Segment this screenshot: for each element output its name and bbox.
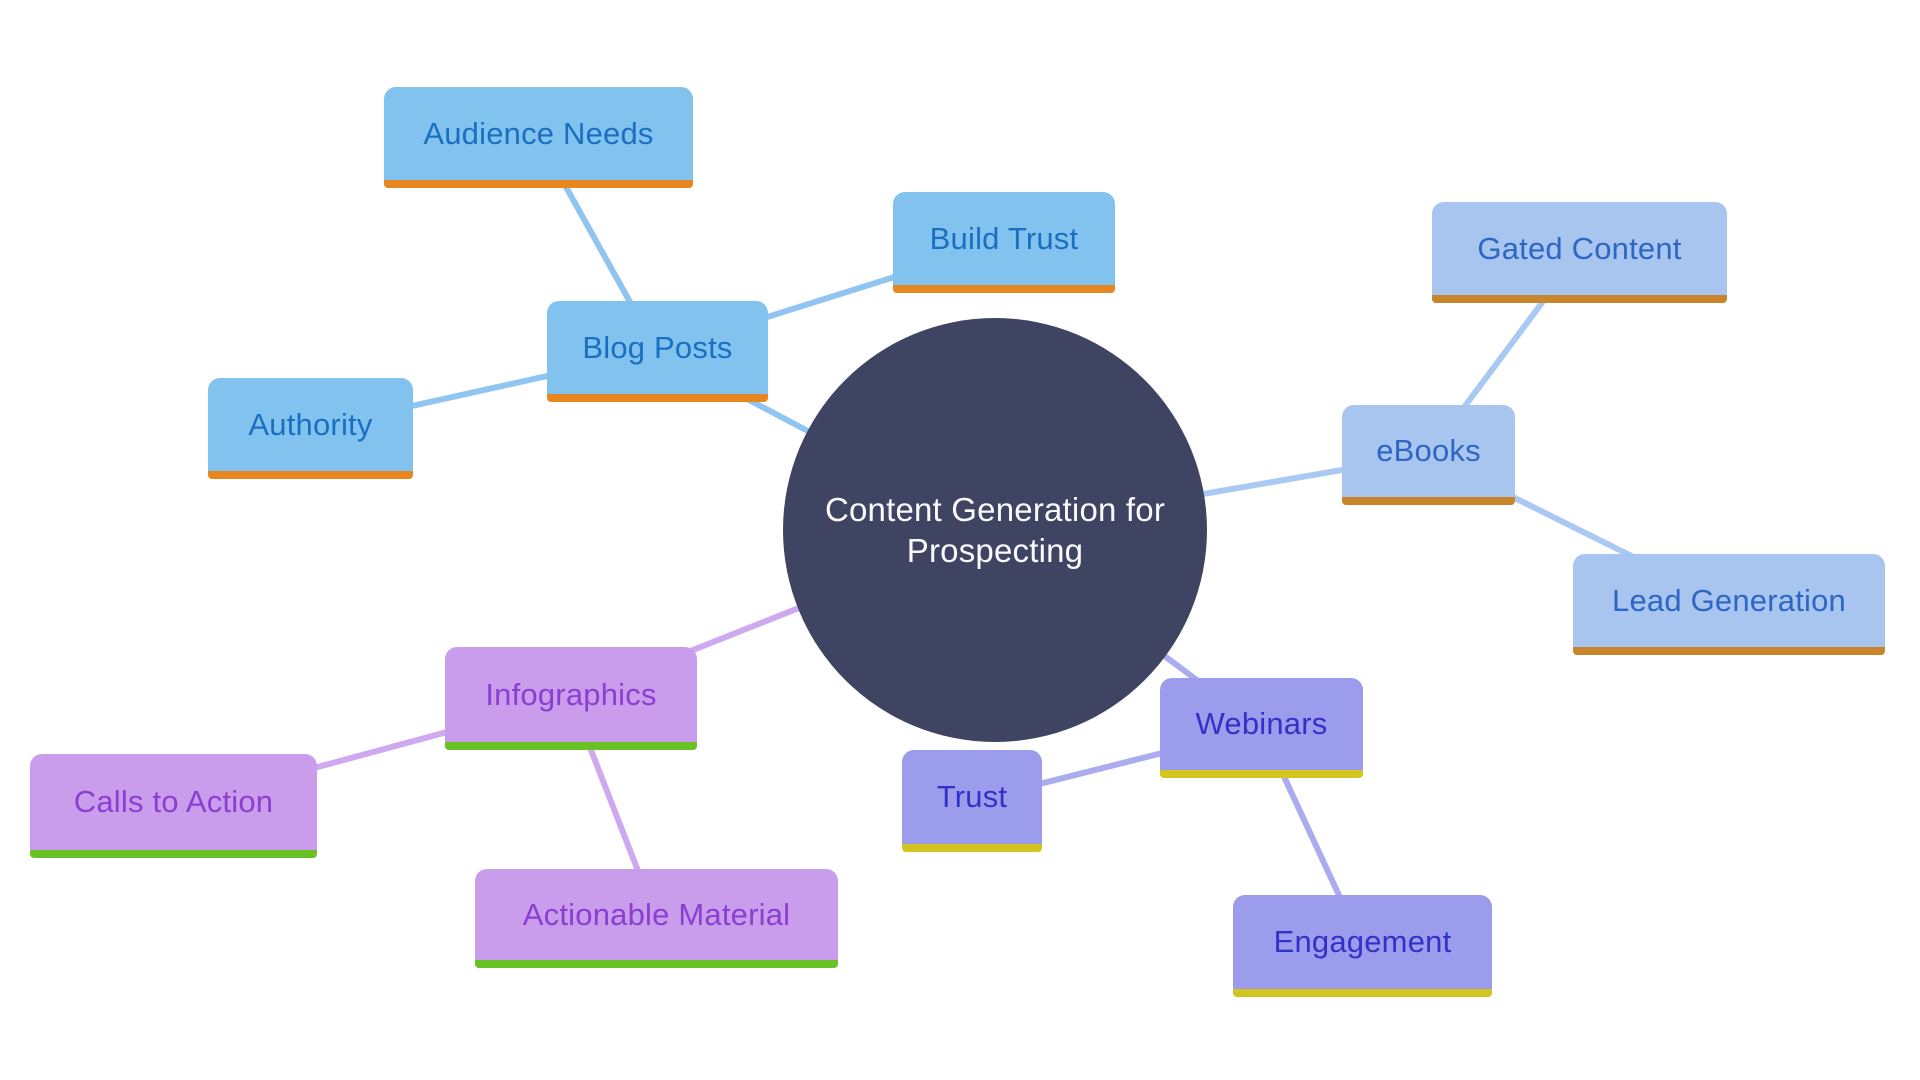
- node-label: Infographics: [485, 676, 657, 712]
- node-blog-posts[interactable]: Blog Posts: [547, 301, 768, 402]
- node-build-trust[interactable]: Build Trust: [893, 192, 1115, 293]
- node-actionable-material[interactable]: Actionable Material: [475, 869, 838, 968]
- central-topic-label: Content Generation for Prospecting: [824, 491, 1166, 569]
- central-topic-node[interactable]: Content Generation for Prospecting: [783, 318, 1207, 742]
- node-label: Authority: [248, 406, 373, 442]
- node-label: eBooks: [1376, 433, 1481, 468]
- node-authority[interactable]: Authority: [208, 378, 413, 479]
- node-trust[interactable]: Trust: [902, 750, 1042, 852]
- node-label: Engagement: [1273, 924, 1452, 959]
- node-label: Actionable Material: [522, 896, 791, 932]
- node-webinars[interactable]: Webinars: [1160, 678, 1363, 778]
- node-label: Blog Posts: [582, 329, 733, 365]
- node-label: Gated Content: [1477, 230, 1682, 266]
- node-gated-content[interactable]: Gated Content: [1432, 202, 1727, 303]
- node-label: Webinars: [1195, 706, 1328, 741]
- node-label: Lead Generation: [1612, 582, 1846, 618]
- node-engagement[interactable]: Engagement: [1233, 895, 1492, 997]
- node-calls-to-action[interactable]: Calls to Action: [30, 754, 317, 858]
- node-audience-needs[interactable]: Audience Needs: [384, 87, 693, 188]
- node-infographics[interactable]: Infographics: [445, 647, 697, 750]
- node-label: Audience Needs: [423, 115, 654, 151]
- node-label: Trust: [936, 779, 1008, 814]
- node-ebooks[interactable]: eBooks: [1342, 405, 1515, 505]
- node-label: Calls to Action: [73, 784, 274, 819]
- node-lead-generation[interactable]: Lead Generation: [1573, 554, 1885, 655]
- node-label: Build Trust: [929, 220, 1079, 256]
